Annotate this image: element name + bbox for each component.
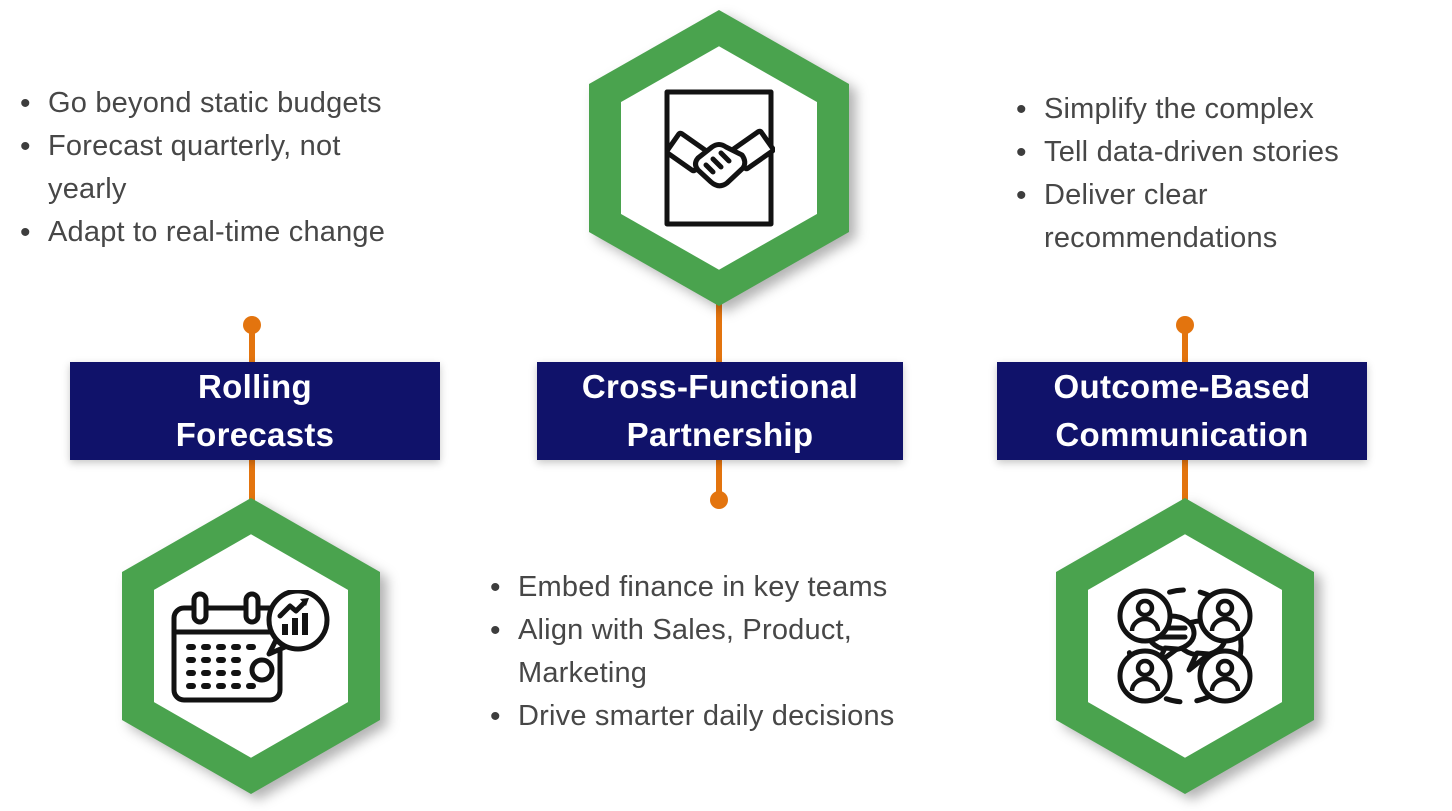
banner-outcome-based: Outcome-Based Communication — [997, 362, 1367, 460]
rolling-forecasts-bullet-list: Go beyond static budgets Forecast quarte… — [12, 82, 532, 254]
list-item: Embed finance in key teams — [482, 566, 1042, 609]
banner-rolling-forecasts: Rolling Forecasts — [70, 362, 440, 460]
connector-line — [716, 298, 722, 363]
connector-line — [249, 330, 255, 364]
list-item: Drive smarter daily decisions — [482, 695, 1042, 738]
list-item: Forecast quarterly, not yearly — [12, 125, 532, 211]
connector-dot — [710, 491, 728, 509]
list-item: Tell data-driven stories — [1008, 131, 1452, 174]
list-item: Simplify the complex — [1008, 88, 1452, 131]
list-item: Align with Sales, Product, Marketing — [482, 609, 1042, 695]
connector-line — [1182, 330, 1188, 364]
list-item: Deliver clear recommendations — [1008, 174, 1452, 260]
connector-dot — [1176, 316, 1194, 334]
outcome-based-bullet-list: Simplify the complex Tell data-driven st… — [1008, 88, 1452, 260]
connector-dot — [243, 316, 261, 334]
list-item: Adapt to real-time change — [12, 211, 532, 254]
banner-cross-functional: Cross-Functional Partnership — [537, 362, 903, 460]
connector-line — [249, 459, 255, 503]
list-item: Go beyond static budgets — [12, 82, 532, 125]
connector-line — [1182, 459, 1188, 503]
team-communication-icon — [1117, 587, 1253, 705]
calendar-analytics-icon — [171, 590, 330, 703]
connector-line — [716, 459, 722, 495]
handshake-document-icon — [664, 89, 775, 227]
cross-functional-bullet-list: Embed finance in key teams Align with Sa… — [482, 566, 1042, 738]
